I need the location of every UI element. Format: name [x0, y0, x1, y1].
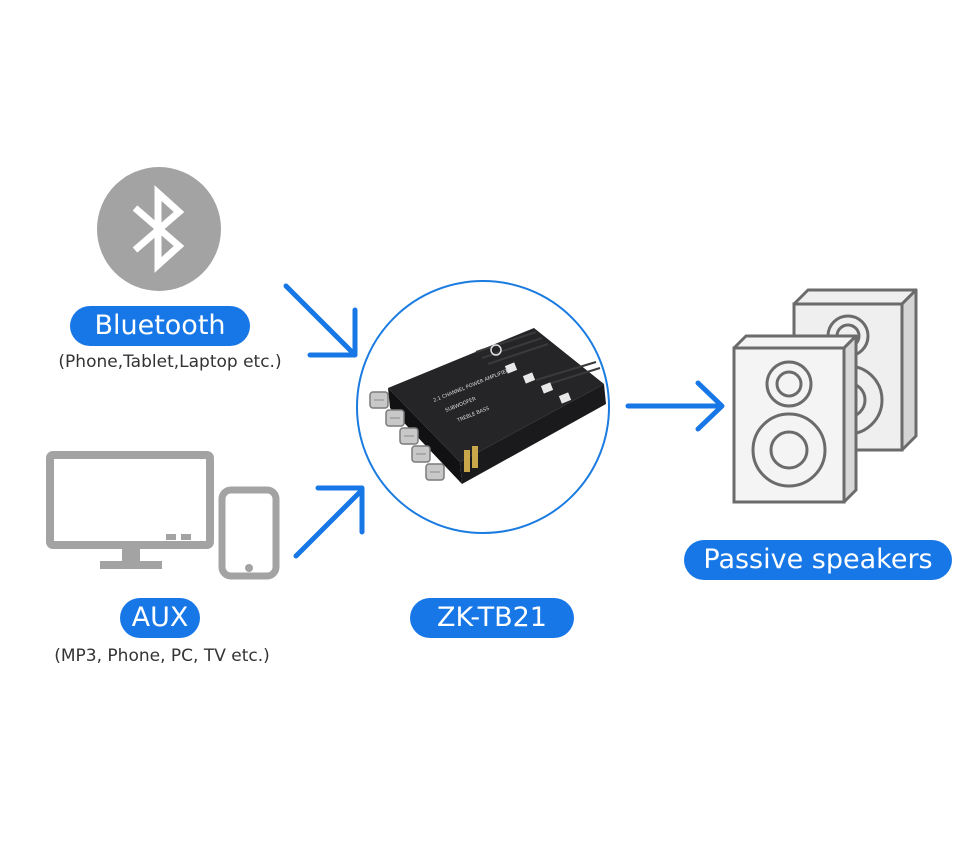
bluetooth-label: Bluetooth: [70, 306, 250, 346]
aux-device-icon-wrap: [44, 448, 284, 580]
aux-label: AUX: [120, 598, 200, 638]
speakers-label: Passive speakers: [684, 540, 952, 580]
monitor-and-phone-icon: [46, 451, 280, 580]
arrow-device-to-speakers: [625, 380, 725, 432]
bluetooth-icon-wrap: [96, 166, 222, 292]
device-label: ZK-TB21: [410, 598, 574, 638]
aux-caption: (MP3, Phone, PC, TV etc.): [54, 646, 270, 666]
arrow-aux-to-device: [293, 485, 365, 559]
speakers-icon: [732, 288, 918, 504]
speakers-icon-wrap: [730, 286, 920, 508]
bluetooth-icon: [97, 167, 221, 291]
arrow-bluetooth-to-device: [283, 283, 358, 358]
amplifier-board-image: 2.1 CHANNEL POWER AMPLIFIER SUBWOOFER TR…: [369, 328, 606, 484]
bluetooth-caption: (Phone,Tablet,Laptop etc.): [58, 352, 282, 372]
